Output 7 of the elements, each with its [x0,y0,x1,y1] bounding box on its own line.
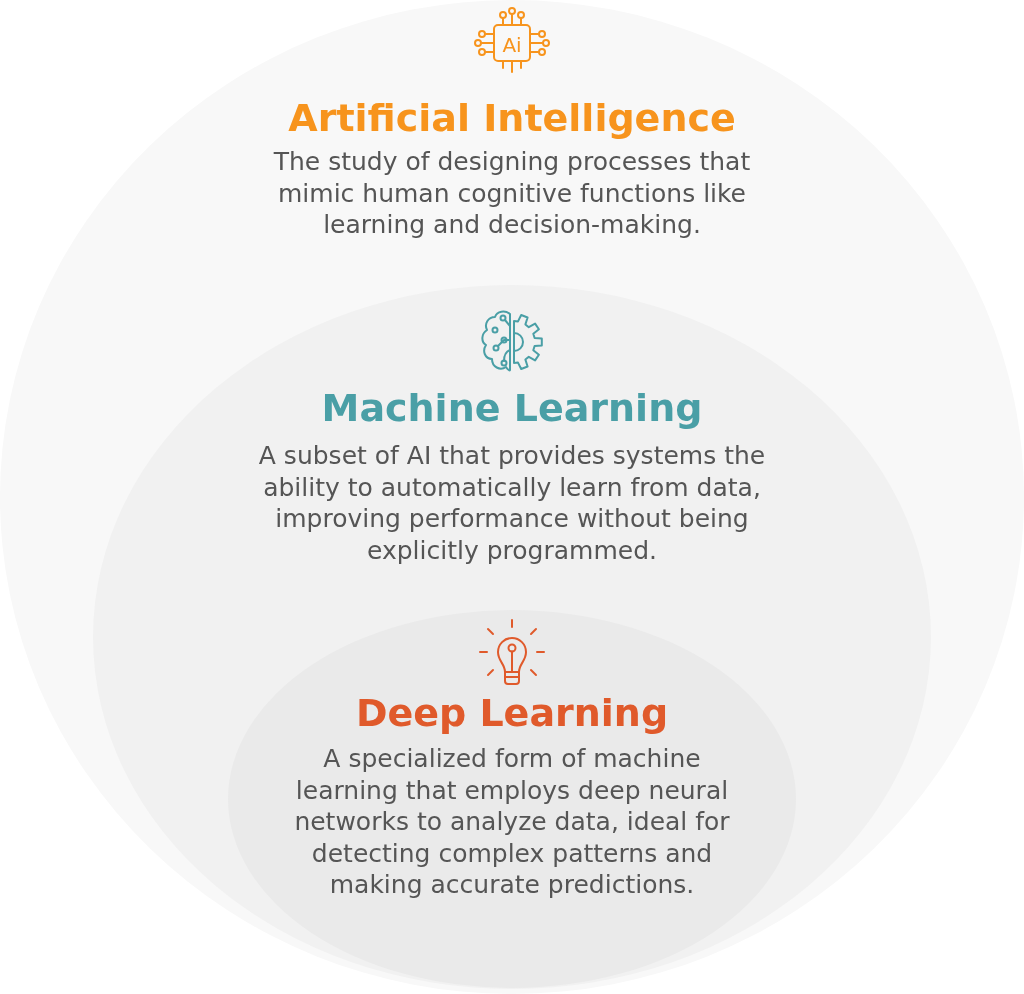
chip-label: Ai [501,33,523,57]
heading: Artificial Intelligence [288,96,736,140]
description: A specialized form of machine learning that employs deep neural networks to analyze data, ideal for detecting complex patterns and making accurate predictions. [293,743,731,901]
heading: Machine Learning [321,386,703,430]
description: The study of designing processes that mimic human cognitive functions like learning and decision-making. [272,146,752,241]
description: A subset of AI that provides systems the ability to automatically learn from data, improving performance without being explicitly programmed. [257,440,767,566]
heading: Deep Learning [355,691,669,735]
